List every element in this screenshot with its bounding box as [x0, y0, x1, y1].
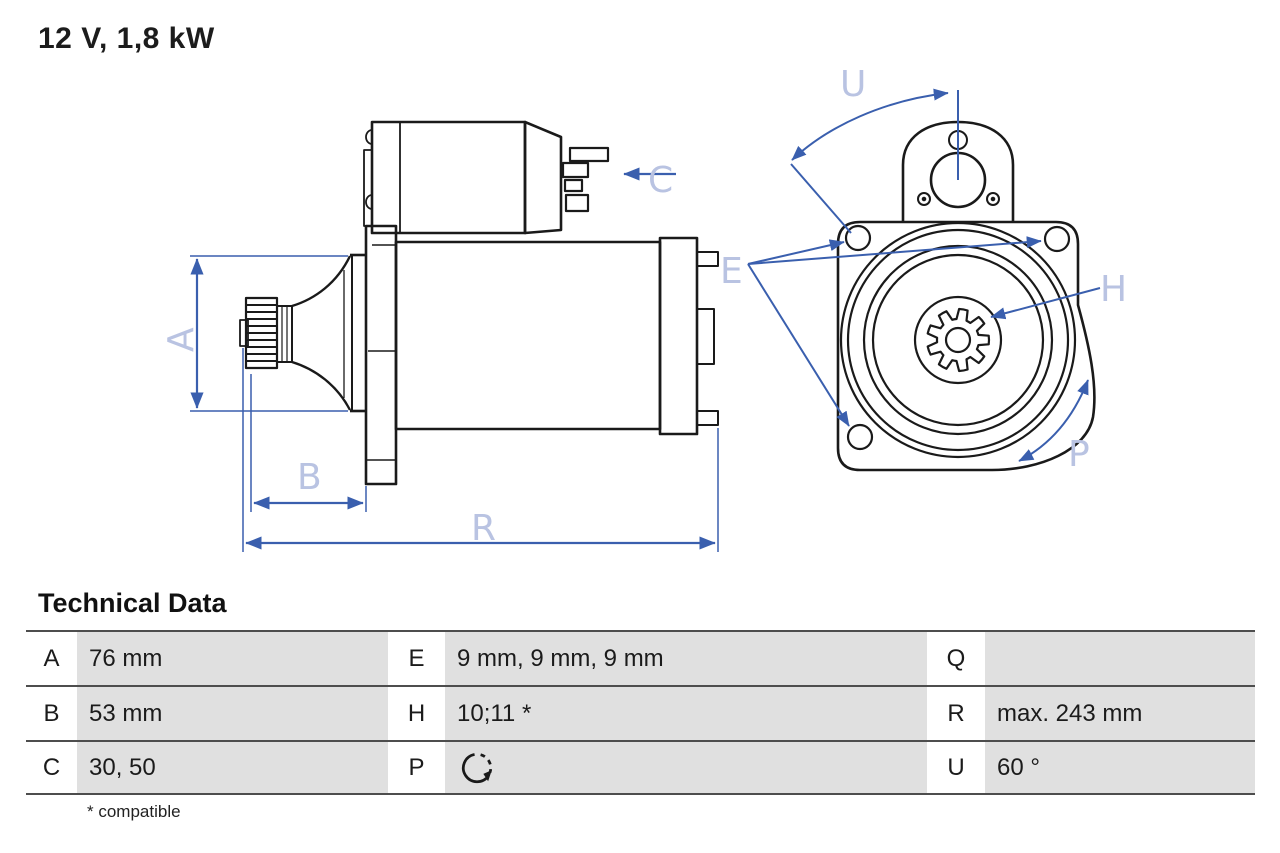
- dim-key-cell: R: [927, 687, 985, 740]
- dim-value-cell: max. 243 mm: [985, 687, 1255, 740]
- dimension-r-label: R: [471, 508, 496, 549]
- drive-end-housing: [291, 253, 366, 413]
- dimension-b: [250, 374, 367, 512]
- front-view-drawing: U E H P: [720, 64, 1127, 475]
- rotation-direction-icon: [462, 752, 493, 783]
- dimension-a-label: A: [161, 327, 202, 352]
- motor-body: [394, 236, 719, 436]
- dim-value-cell: [445, 742, 927, 793]
- dim-key-cell: Q: [927, 632, 985, 685]
- dimension-u-label: U: [840, 64, 866, 105]
- dimension-a: [190, 255, 348, 412]
- mounting-flange: [364, 224, 398, 486]
- dimension-b-label: B: [297, 457, 322, 498]
- bearing-rings: [839, 221, 1077, 459]
- technical-data-heading: Technical Data: [38, 588, 227, 618]
- dim-key-cell: U: [927, 742, 985, 793]
- compatibility-footnote: * compatible: [87, 802, 181, 821]
- dimension-p-label: P: [1068, 434, 1090, 475]
- dimension-h-label: H: [1100, 269, 1127, 310]
- dim-value-cell: [985, 632, 1255, 685]
- dimension-h: [990, 287, 1101, 320]
- dim-key-cell: H: [388, 687, 445, 740]
- dim-value-cell: 60 °: [985, 742, 1255, 793]
- dim-value-cell: 10;11 *: [445, 687, 927, 740]
- dim-key-cell: A: [26, 632, 77, 685]
- side-view-drawing: A B R C: [161, 120, 719, 552]
- dimension-e: [747, 236, 1042, 427]
- page-title: 12 V, 1,8 kW: [38, 22, 215, 55]
- dimension-c-label: C: [648, 160, 673, 201]
- pinion-gear-front: [926, 307, 991, 373]
- table-row: B 53 mm H 10;11 * R max. 243 mm: [26, 685, 1255, 740]
- pinion-gear: [239, 296, 293, 370]
- table-row: A 76 mm E 9 mm, 9 mm, 9 mm Q: [26, 630, 1255, 685]
- technical-drawing: A B R C: [161, 64, 1127, 552]
- solenoid: [363, 120, 610, 235]
- dim-key-cell: E: [388, 632, 445, 685]
- dimension-r: [242, 348, 719, 552]
- dimension-u: [790, 88, 959, 234]
- solenoid-terminals: [561, 146, 610, 213]
- table-row: C 30, 50 P U 60 °: [26, 740, 1255, 795]
- dim-key-cell: P: [388, 742, 445, 793]
- flange-bolt-holes: [844, 224, 1071, 451]
- dim-key-cell: B: [26, 687, 77, 740]
- dim-value-cell: 30, 50: [77, 742, 388, 793]
- technical-data-table: A 76 mm E 9 mm, 9 mm, 9 mm Q B 53 mm H 1…: [26, 630, 1255, 795]
- dimension-e-label: E: [720, 251, 743, 292]
- dim-value-cell: 53 mm: [77, 687, 388, 740]
- dimension-p: [1018, 379, 1089, 462]
- dim-value-cell: 9 mm, 9 mm, 9 mm: [445, 632, 927, 685]
- dim-key-cell: C: [26, 742, 77, 793]
- dim-value-cell: 76 mm: [77, 632, 388, 685]
